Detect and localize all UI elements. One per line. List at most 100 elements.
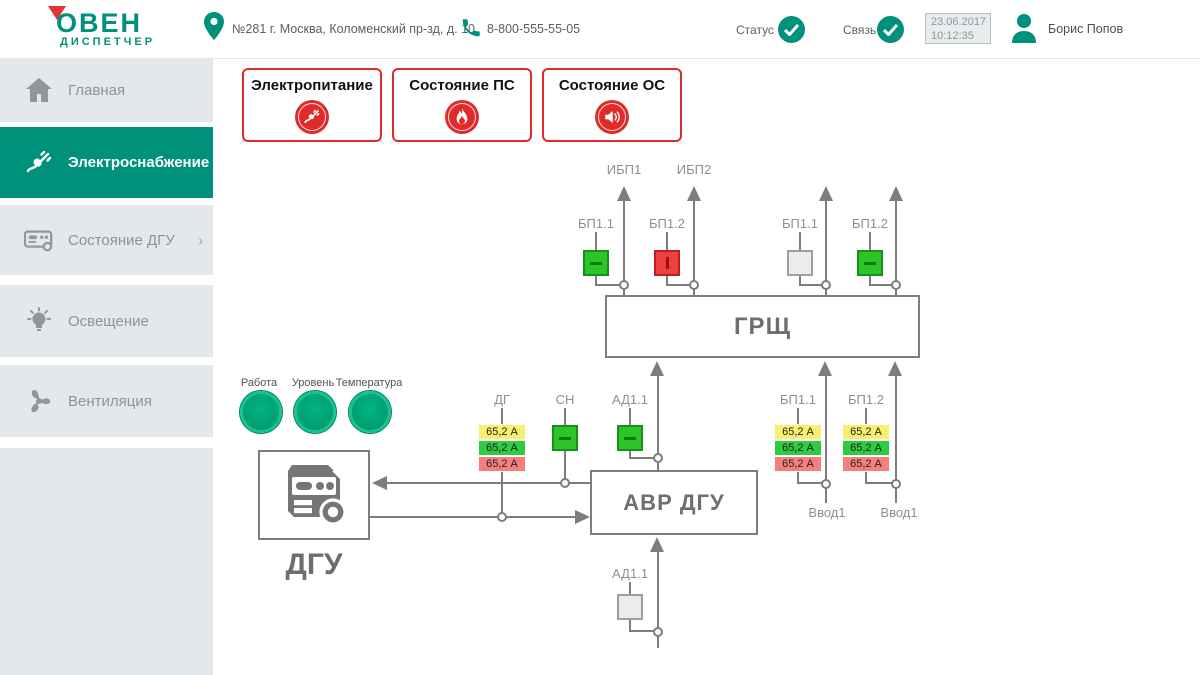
generator-unit-box[interactable]: [258, 450, 370, 540]
generator-unit-label: ДГУ: [285, 548, 343, 581]
datetime-display: 23.06.2017 10:12:35: [925, 13, 991, 44]
logo-subtitle: ДИСПЕТЧЕР: [60, 36, 156, 48]
branch-elbow: [629, 630, 658, 632]
alarm-card-power[interactable]: Электропитание: [242, 68, 382, 142]
alarm-card-fire[interactable]: Состояние ПС: [392, 68, 532, 142]
breaker-sn[interactable]: [552, 425, 578, 451]
fire-icon: [445, 100, 479, 134]
branch-elbow: [629, 620, 631, 632]
branch-elbow: [666, 276, 668, 285]
ad-bottom-label: АД1.1: [612, 566, 648, 581]
dg-current-green: 65,2 А: [479, 441, 525, 455]
alarm-card-title: Электропитание: [251, 77, 373, 94]
breaker-bp11-top[interactable]: [583, 250, 609, 276]
input-label: Ввод1: [880, 505, 918, 520]
generator-icon: [288, 465, 347, 526]
indicator-lamp-run: [240, 391, 282, 433]
line-ups2: [693, 198, 695, 296]
arrow-up-icon: [819, 186, 833, 201]
alarm-card-title: Состояние ОС: [558, 77, 666, 94]
location-pin-icon: [204, 12, 224, 40]
breaker-bp12-top[interactable]: [654, 250, 680, 276]
user-avatar-icon[interactable]: [1010, 13, 1038, 45]
junction-node: [821, 280, 831, 290]
branch-stub: [865, 408, 867, 424]
arrow-up-icon: [818, 361, 832, 376]
line-ups1: [623, 198, 625, 296]
line-dgu-to-avr: [370, 516, 577, 518]
phone-icon: [462, 19, 480, 37]
branch-stub: [629, 408, 631, 425]
dg-current-red: 65,2 А: [479, 457, 525, 471]
arrow-up-icon: [889, 186, 903, 201]
line-input1: [825, 374, 827, 503]
branch-line: [501, 472, 503, 517]
support-phone: 8-800-555-55-05: [487, 22, 581, 36]
input-label: Ввод1: [808, 505, 846, 520]
branch-line: [564, 451, 566, 483]
link-ok-badge: [877, 16, 904, 43]
main-switchboard-box[interactable]: ГРЩ: [605, 295, 920, 358]
indicator-label: Температура: [335, 377, 403, 389]
branch-elbow: [865, 482, 896, 484]
branch-stub: [501, 408, 503, 424]
branch-stub: [564, 408, 566, 425]
breaker-bp12-right[interactable]: [857, 250, 883, 276]
chevron-right-icon: ›: [198, 232, 203, 248]
feeder1-current-yellow: 65,2 А: [775, 425, 821, 439]
power-plug-icon: [295, 100, 329, 134]
breaker-label: БП1.2: [649, 216, 685, 231]
branch-stub: [595, 232, 597, 250]
branch-stub: [799, 232, 801, 250]
lightbulb-icon: [24, 306, 54, 336]
link-label: Связь: [843, 23, 877, 37]
logo-title: ОВЕН: [56, 8, 143, 38]
feeder2-current-red: 65,2 А: [843, 457, 889, 471]
sidebar-item-lighting[interactable]: Освещение: [0, 285, 213, 357]
avr-dgu-box[interactable]: АВР ДГУ: [590, 470, 758, 535]
breaker-ad11-bottom[interactable]: [617, 594, 643, 620]
branch-elbow: [869, 276, 871, 285]
sidebar-item-label: Электроснабжение: [68, 154, 210, 171]
status-ok-badge: [778, 16, 805, 43]
arrow-right-icon: [575, 510, 590, 524]
breaker-label: БП1.1: [782, 216, 818, 231]
junction-node: [653, 627, 663, 637]
sidebar-item-dgu-status[interactable]: Состояние ДГУ ›: [0, 205, 213, 275]
branch-stub: [629, 582, 631, 594]
sidebar-item-power-supply[interactable]: Электроснабжение: [0, 127, 213, 198]
siren-speaker-icon: [595, 100, 629, 134]
arrow-up-icon: [687, 186, 701, 201]
top-header: ОВЕН ДИСПЕТЧЕР №281 г. Москва, Коломенск…: [0, 0, 1200, 59]
current-date: 23.06.2017: [931, 16, 987, 28]
sidebar-item-label: Вентиляция: [68, 392, 152, 410]
feeder-label: БП1.1: [780, 392, 816, 407]
junction-node: [497, 512, 507, 522]
dg-current-yellow: 65,2 А: [479, 425, 525, 439]
branch-elbow: [799, 276, 801, 285]
branch-elbow: [797, 472, 799, 484]
user-name[interactable]: Борис Попов: [1048, 22, 1124, 36]
status-label: Статус: [736, 23, 774, 37]
sidebar-item-home[interactable]: Главная: [0, 58, 213, 122]
sidebar-item-ventilation[interactable]: Вентиляция: [0, 365, 213, 437]
breaker-label: БП1.2: [852, 216, 888, 231]
indicator-lamp-temperature: [349, 391, 391, 433]
indicator-label: Работа: [240, 377, 278, 389]
alarm-card-title: Состояние ПС: [409, 77, 515, 94]
branch-elbow: [629, 457, 658, 459]
check-icon: [883, 23, 898, 36]
plug-icon: [24, 148, 54, 178]
alarm-card-security[interactable]: Состояние ОС: [542, 68, 682, 142]
junction-node: [689, 280, 699, 290]
branch-stub: [666, 232, 668, 250]
line-avr-to-grsh: [657, 374, 659, 470]
current-time: 10:12:35: [931, 30, 974, 42]
feeder1-current-green: 65,2 А: [775, 441, 821, 455]
sidebar-item-label: Освещение: [68, 312, 149, 330]
branch-elbow: [595, 276, 597, 285]
breaker-ad11-top[interactable]: [617, 425, 643, 451]
branch-stub: [797, 408, 799, 424]
breaker-bp11-right[interactable]: [787, 250, 813, 276]
